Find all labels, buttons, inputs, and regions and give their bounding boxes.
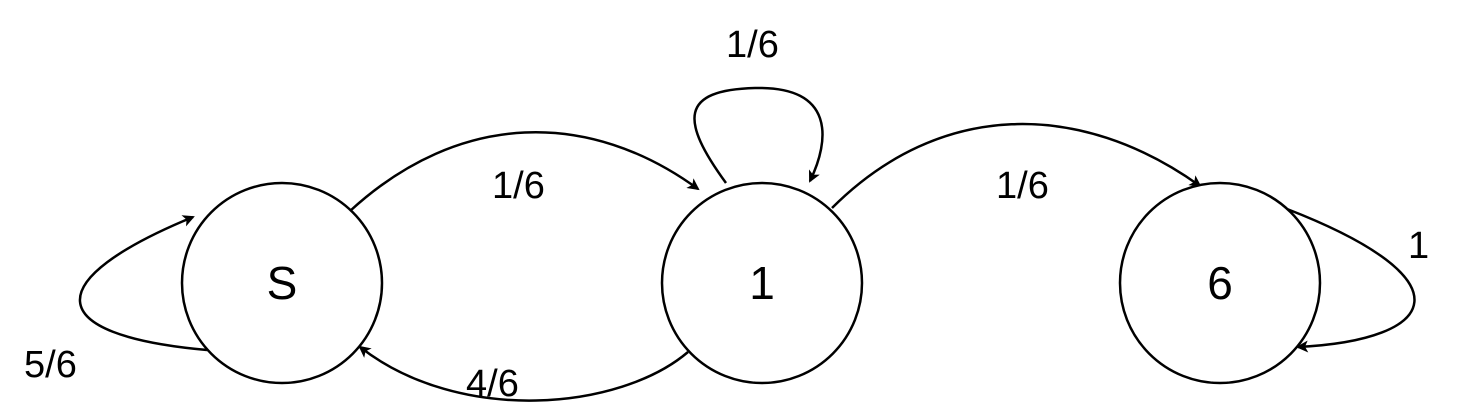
node-1 <box>660 181 864 385</box>
node-6 <box>1118 181 1322 385</box>
node-6-label: 6 <box>1207 257 1233 309</box>
edge-1-self <box>693 86 824 184</box>
edge-s-self <box>78 215 208 352</box>
edge-s-self-label: 5/6 <box>24 344 77 386</box>
edge-1-to-s <box>358 345 689 402</box>
edge-6-self <box>1286 207 1416 353</box>
edge-s-to-1-label: 1/6 <box>492 165 545 207</box>
edge-6-self-label: 1 <box>1408 225 1429 267</box>
node-s-label: S <box>267 257 298 309</box>
edge-s-to-1 <box>349 131 700 212</box>
edge-1-self-label: 1/6 <box>726 24 779 66</box>
edge-1-to-6 <box>831 122 1202 209</box>
node-1-label: 1 <box>749 257 775 309</box>
edge-1-to-6-label: 1/6 <box>996 165 1049 207</box>
edge-1-to-s-label: 4/6 <box>466 363 519 405</box>
node-s <box>180 181 384 385</box>
